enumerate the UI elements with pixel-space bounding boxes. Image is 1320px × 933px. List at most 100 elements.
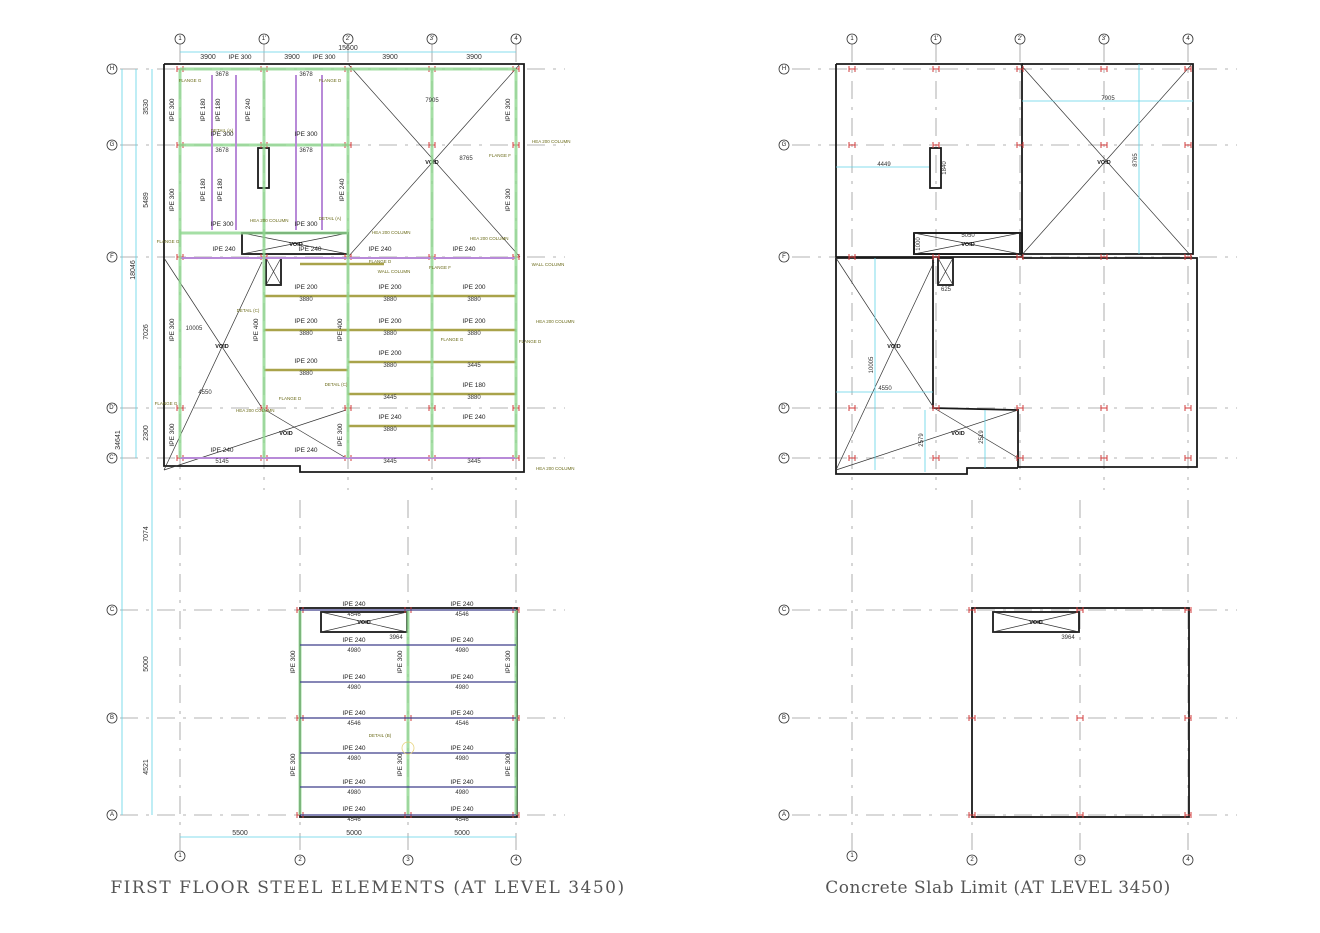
beam-length: 10005	[186, 326, 203, 332]
void-label: VOID	[1097, 160, 1110, 166]
grid-bubble-label: 2'	[346, 36, 350, 42]
beam-label: IPE 300	[294, 131, 318, 138]
grid-bubble-label: 1	[178, 853, 182, 859]
grid-bubble-col: 4	[1182, 854, 1194, 866]
beam-label: IPE 240	[368, 246, 392, 253]
beam-label: IPE 200	[378, 350, 402, 357]
beam-length: 4980	[347, 790, 361, 796]
beam-length: 4980	[347, 756, 361, 762]
beam-length: 4550	[198, 390, 212, 396]
beam-length: 3880	[383, 331, 397, 337]
void-label: VOID	[215, 344, 228, 350]
column-label: HEA 200 COLUMN	[536, 466, 575, 471]
vertical-beam-label: IPE 300	[505, 650, 512, 674]
beam-label: IPE 240	[298, 246, 322, 253]
grid-bubble-col: 1	[174, 850, 186, 862]
grid-bubble-circle	[778, 604, 790, 616]
beam-label: IPE 240	[342, 710, 366, 717]
grid-bubble-label: C	[110, 607, 115, 613]
beam-length: 3445	[467, 363, 481, 369]
left-dimension: 7074	[143, 526, 150, 542]
void-diagonal	[347, 63, 521, 258]
flange-label: FLANGE D	[279, 396, 302, 401]
column-marker	[1016, 254, 1024, 260]
detail-callout: DETAIL (A)	[211, 128, 234, 133]
vertical-beam-label: IPE 300	[397, 753, 404, 777]
grid-bubble-circle	[402, 854, 414, 866]
slab-dimension: 10005	[869, 356, 875, 373]
beam-length: 3678	[215, 148, 229, 154]
void-diagonal	[913, 232, 1021, 255]
grid-bubble-circle	[778, 809, 790, 821]
beam-label: IPE 240	[452, 246, 476, 253]
slab-dimension: 4550	[878, 386, 892, 392]
grid-bubble-row: A	[106, 809, 118, 821]
beam-length: 4546	[347, 612, 361, 618]
beam-label: IPE 300	[312, 54, 336, 61]
grid-bubble-label: 2	[970, 857, 974, 863]
column-label: HEA 200 COLUMN	[532, 139, 571, 144]
void-label: VOID	[1029, 620, 1042, 626]
grid-bubble-circle	[1014, 33, 1026, 45]
flange-label: FLANGE D	[319, 78, 342, 83]
beam-length: 3880	[467, 297, 481, 303]
grid-bubble-circle	[106, 63, 118, 75]
beam-label: IPE 240	[378, 414, 402, 421]
slab-dimension: 1000	[916, 237, 922, 251]
beam-length: 3880	[383, 297, 397, 303]
flange-label: FLANGE G	[157, 239, 180, 244]
grid-bubble-col: 3'	[426, 33, 438, 45]
grid-bubble-circle	[106, 251, 118, 263]
grid-bubble-col: 3'	[1098, 33, 1110, 45]
beam-length: 4546	[455, 612, 469, 618]
grid-bubble-row: H	[106, 63, 118, 75]
beam-length: 4546	[347, 817, 361, 823]
left-dimension: 3530	[143, 99, 150, 115]
column-marker	[1076, 812, 1084, 818]
void-diagonal	[320, 611, 408, 633]
vertical-beam-label: IPE 400	[253, 318, 260, 342]
column-label: HEA 200 COLUMN	[536, 319, 575, 324]
grid-bubble-col: 3	[1074, 854, 1086, 866]
grid-bubble-label: 3	[1078, 857, 1082, 863]
grid-bubble-row: G	[778, 139, 790, 151]
vertical-beam-label: IPE 240	[339, 178, 346, 202]
grid-bubble-label: 1'	[262, 36, 266, 42]
grid-bubble-label: C'	[781, 455, 786, 461]
beam-label: IPE 240	[450, 779, 474, 786]
column-marker	[1184, 142, 1192, 148]
beam-length: 3880	[467, 395, 481, 401]
grid-bubble-circle	[846, 33, 858, 45]
grid-bubble-circle	[778, 452, 790, 464]
grid-bubble-label: F	[110, 254, 114, 260]
grid-bubble-row: C	[106, 604, 118, 616]
beam-label: IPE 200	[378, 284, 402, 291]
beam-length: 3445	[383, 459, 397, 465]
grid-bubble-circle	[106, 604, 118, 616]
grid-bubble-col: 3	[402, 854, 414, 866]
grid-bubble-col: 1	[174, 33, 186, 45]
column-marker	[1016, 142, 1024, 148]
vertical-beam-label: IPE 300	[169, 188, 176, 212]
beam-length: 4546	[347, 721, 361, 727]
grid-bubble-row: C	[778, 604, 790, 616]
void-outline-left	[835, 258, 1018, 475]
column-marker	[848, 66, 856, 72]
beam-length: 5145	[215, 459, 229, 465]
wall-column-label: WALL COLUMN	[378, 269, 411, 274]
beam-length: 4980	[455, 685, 469, 691]
void-label: VOID	[887, 344, 900, 350]
column-marker	[932, 455, 940, 461]
void-dimension: 3964	[389, 635, 403, 641]
beam-label: IPE 300	[210, 221, 234, 228]
column-marker	[1184, 66, 1192, 72]
grid-bubble-col: 2	[294, 854, 306, 866]
void-label: VOID	[279, 431, 292, 437]
beam-length: 8765	[459, 156, 473, 162]
overall-width-dimension: 15600	[338, 45, 358, 52]
overall-left-dimension: 34641	[115, 430, 122, 450]
column-marker	[1100, 254, 1108, 260]
grid-bubble-circle	[510, 854, 522, 866]
vertical-beam-label: IPE 300	[505, 753, 512, 777]
